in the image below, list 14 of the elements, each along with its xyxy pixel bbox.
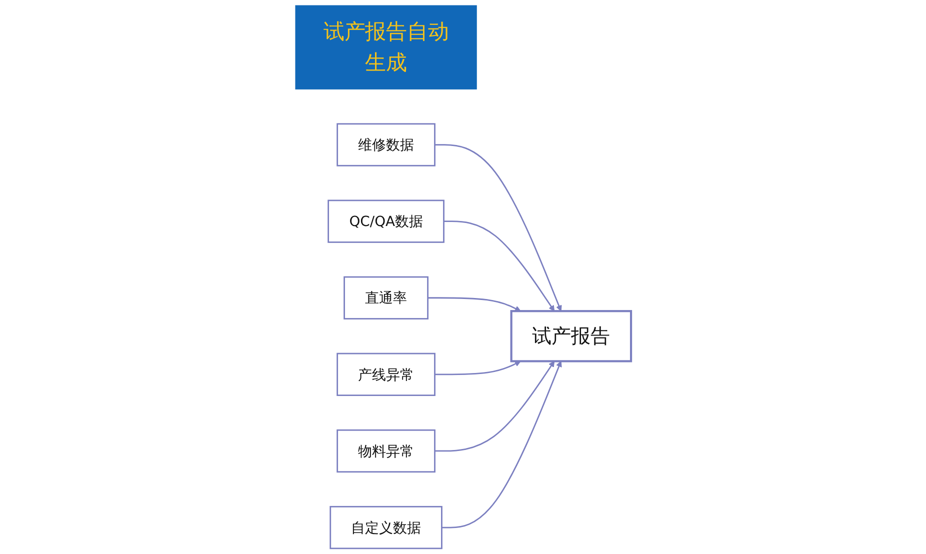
arrow [443,220,554,312]
arrow [428,297,521,312]
arrow [441,360,562,528]
node-box: 自定义数据 [329,506,442,550]
node-box: 物料异常 [336,429,436,473]
arrow [434,360,521,376]
arrow [434,144,562,312]
node-box: 直通率 [343,276,428,320]
node-box: 试产报告 [510,310,632,362]
arrow [434,360,554,452]
node-box: 试产报告自动生成 [294,5,477,90]
node-box: 维修数据 [336,123,436,166]
node-box: QC/QA数据 [327,200,444,243]
node-box: 产线异常 [336,352,436,396]
